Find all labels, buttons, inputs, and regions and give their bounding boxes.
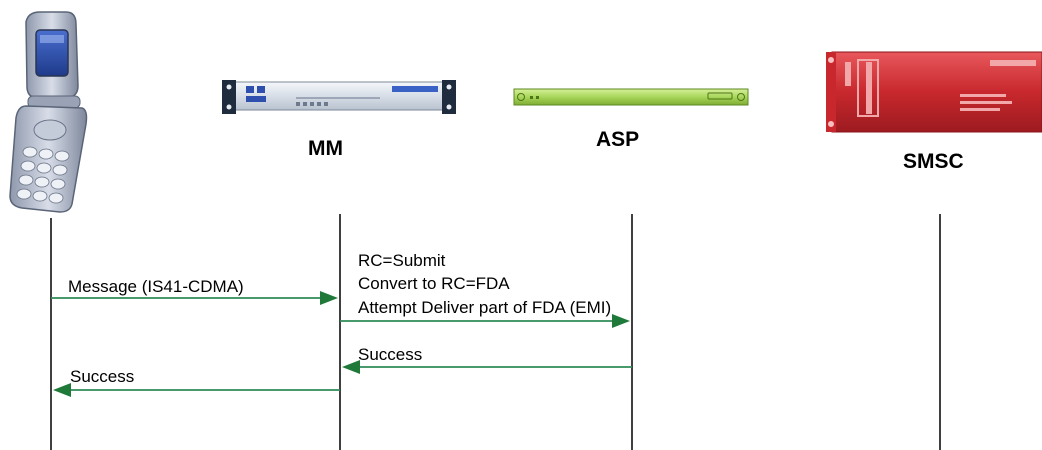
- message-label-4: Success: [70, 367, 134, 386]
- red-server-icon: [826, 51, 1042, 133]
- message-label-2-line-1: RC=Submit: [358, 251, 446, 270]
- message-label-1: Message (IS41-CDMA): [68, 277, 244, 296]
- message-arrow-1: [51, 291, 338, 305]
- green-server-icon: [513, 88, 749, 106]
- entity-label-asp: ASP: [596, 128, 639, 151]
- rack-server-icon: [222, 80, 456, 114]
- entity-label-smsc: SMSC: [903, 150, 964, 173]
- flip-phone-icon: [9, 11, 88, 213]
- message-label-3: Success: [358, 345, 422, 364]
- message-label-2-line-2: Convert to RC=FDA: [358, 274, 510, 293]
- entity-label-mm: MM: [308, 137, 343, 160]
- message-label-2-line-3: Attempt Deliver part of FDA (EMI): [358, 298, 611, 317]
- message-arrow-2: [340, 314, 630, 328]
- message-arrow-4: [53, 383, 340, 397]
- message-arrow-3: [342, 360, 632, 374]
